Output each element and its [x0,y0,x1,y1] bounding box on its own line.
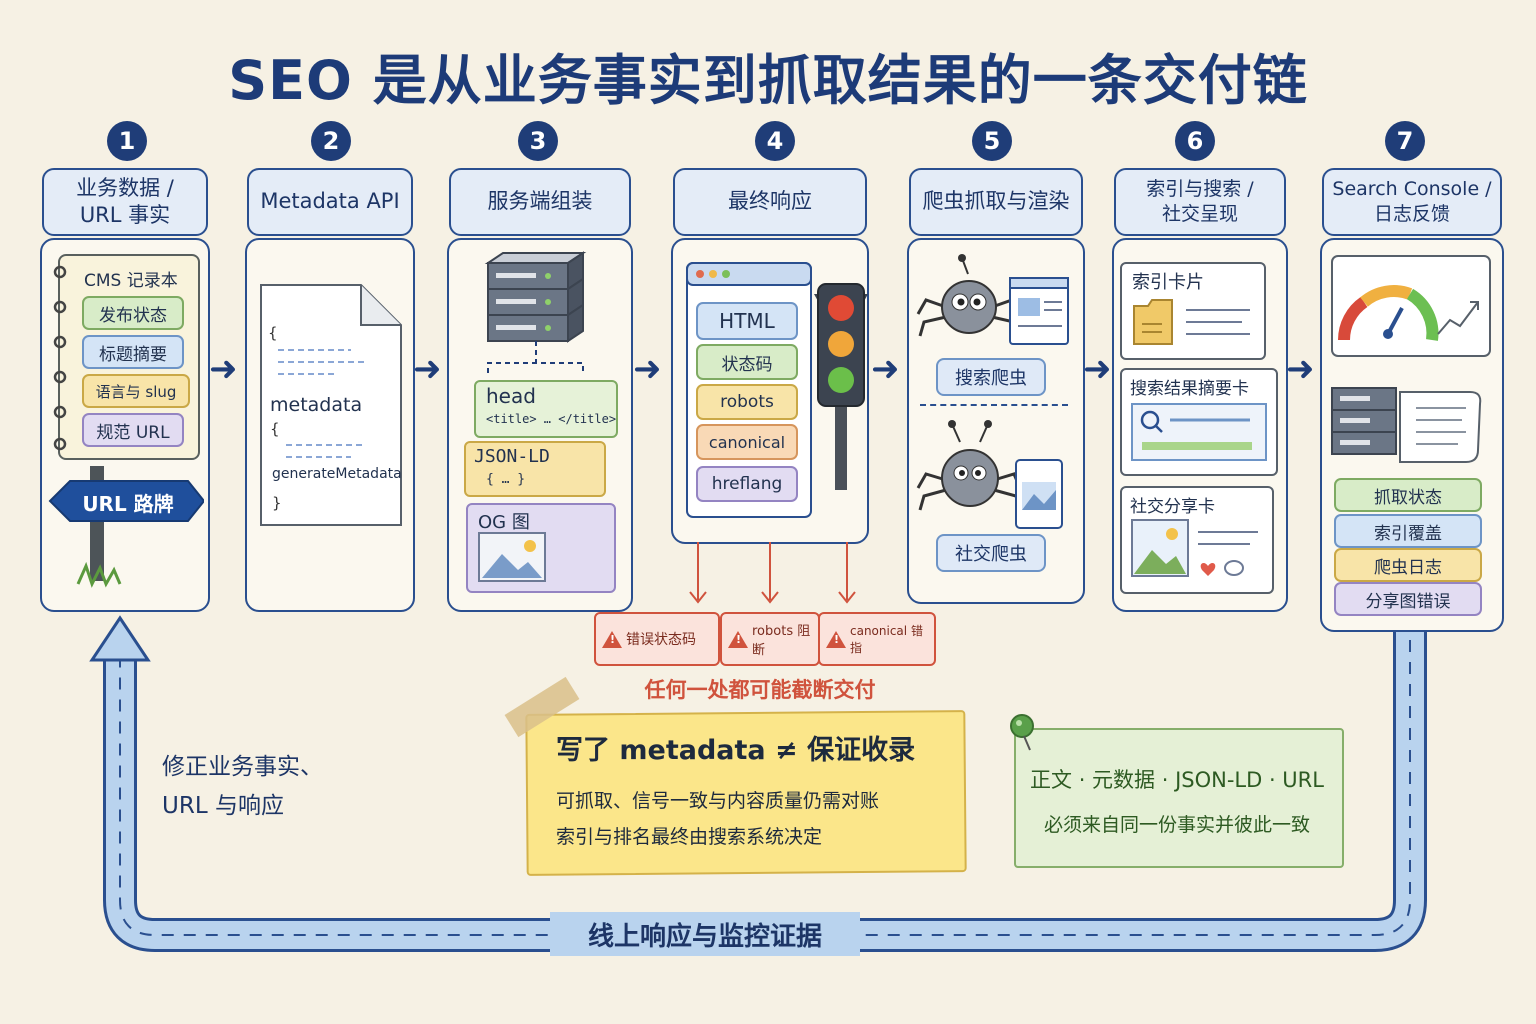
social-card-label: 社交分享卡 [1130,497,1215,517]
note-title: 写了 metadata ≠ 保证收录 [556,735,916,766]
search-crawler-label: 搜索爬虫 [936,358,1046,396]
social-share-icon [1131,519,1258,577]
step-header-7: Search Console / 日志反馈 [1322,168,1502,236]
social-crawler-label: 社交爬虫 [936,534,1046,572]
step-number-5: 5 [972,121,1012,161]
arrow-right-icon: ➜ [871,349,900,389]
notebook-title: CMS 记录本 [84,271,178,291]
notebook-rings-icon [53,265,67,451]
step-number-6: 6 [1175,121,1215,161]
step-header-4: 最终响应 [673,168,867,236]
green-note-line: 必须来自同一份事实并彼此一致 [1043,814,1310,836]
step-header-2: Metadata API [247,168,413,236]
feedback-item: 爬虫日志 [1334,548,1482,582]
code-line: } [272,494,282,512]
serp-card-label: 搜索结果摘要卡 [1130,379,1249,399]
head-block [474,380,618,438]
step-number-2: 2 [311,121,351,161]
step-header-1: 业务数据 / URL 事实 [42,168,208,236]
image-icon [478,532,546,582]
step-header-6: 索引与搜索 / 社交呈现 [1114,168,1286,236]
search-result-icon [1131,403,1267,461]
warning-icon [728,630,748,648]
code-line: { [270,420,280,438]
warning-icon [602,630,622,648]
feedback-item: 分享图错误 [1334,582,1482,616]
response-item: 状态码 [696,344,798,380]
arrow-right-icon: ➜ [633,349,662,389]
feedback-bottom-text: 线上响应与监控证据 [550,912,860,956]
step-number-7: 7 [1385,121,1425,161]
response-item: HTML [696,302,798,340]
note-line: 可抓取、信号一致与内容质量仍需对账 [556,790,880,812]
folder-icon [1133,299,1250,345]
arrow-right-icon: ➜ [209,349,238,389]
page-title: SEO 是从业务事实到抓取结果的一条交付链 [228,49,1308,112]
social-crawler-icon [916,420,1063,529]
step-number-4: 4 [755,121,795,161]
step-number-1: 1 [107,121,147,161]
warning-badge: canonical 错指 [818,612,936,666]
response-item: robots [696,384,798,420]
response-item: hreflang [696,466,798,502]
code-line: generateMetadata [272,466,402,482]
feedback-left-text: 修正业务事实、 URL 与响应 [162,754,323,820]
arrow-right-icon: ➜ [413,349,442,389]
code-line: { [268,324,278,342]
code-line: metadata [270,394,363,416]
warning-badge: robots 阻断 [720,612,820,666]
step-number-3: 3 [518,121,558,161]
response-item: canonical [696,424,798,460]
feedback-item: 抓取状态 [1334,478,1482,512]
cms-item: 规范 URL [82,413,184,447]
gauge-chart-icon [1331,255,1491,357]
head-label: head [486,384,536,408]
step-header-3: 服务端组装 [449,168,631,236]
green-note [1014,728,1344,868]
jsonld-label: JSON-LD [474,446,550,467]
cms-item: 发布状态 [82,296,184,330]
index-card-label: 索引卡片 [1132,272,1204,293]
jsonld-sub: { … } [486,472,526,487]
crawler-divider [920,404,1068,406]
cms-item: 标题摘要 [82,335,184,369]
cms-item: 语言与 slug [82,374,190,408]
search-crawler-icon [916,254,1069,345]
warning-label: canonical 错指 [850,624,923,655]
warning-badge: 错误状态码 [594,612,720,666]
server-log-icon [1331,387,1482,463]
server-icon [484,251,587,373]
og-label: OG 图 [478,512,530,533]
document-icon [260,284,402,526]
step-header-5: 爬虫抓取与渲染 [909,168,1083,236]
jsonld-block [464,441,606,497]
pushpin-icon [1010,714,1034,751]
warning-label: robots 阻断 [752,624,811,658]
failure-arrows [689,542,856,604]
arrow-right-icon: ➜ [1083,349,1112,389]
url-sign-label: URL 路牌 [82,492,174,516]
feedback-item: 索引覆盖 [1334,514,1482,548]
head-sub: <title> … </title> [486,412,617,426]
warning-label: 错误状态码 [626,632,696,648]
warning-caption: 任何一处都可能截断交付 [644,678,876,702]
note-line: 索引与排名最终由搜索系统决定 [556,826,823,848]
url-signpost-icon [48,466,204,588]
traffic-light-icon [814,283,868,490]
green-note-line: 正文 · 元数据 · JSON-LD · URL [1030,768,1324,792]
warning-icon [826,630,846,648]
arrow-right-icon: ➜ [1286,349,1315,389]
